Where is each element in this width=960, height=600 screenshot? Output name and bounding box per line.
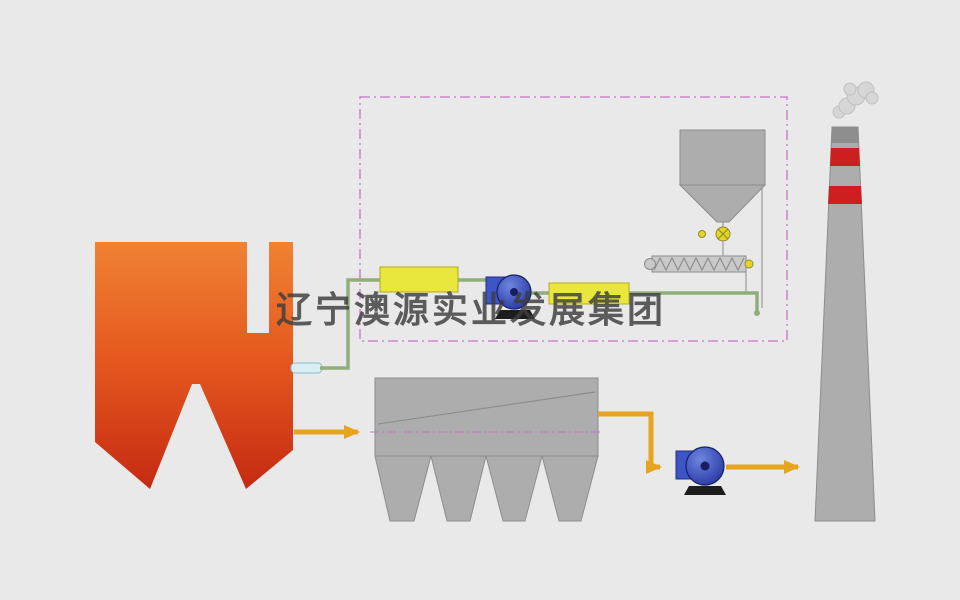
silo-funnel	[678, 184, 767, 223]
process-unit-a	[379, 266, 459, 293]
silo-body	[679, 129, 766, 186]
boiler-outlet-fitting	[290, 362, 323, 374]
baghouse-filter	[370, 377, 603, 522]
smoke-puff	[843, 82, 857, 96]
system-boundary-box	[359, 96, 788, 342]
fan-base	[684, 486, 726, 495]
conveyor-outlet-dot	[744, 259, 754, 269]
baghouse-baffle	[377, 391, 596, 425]
conveyor-drive	[644, 258, 656, 270]
flow-arrow-baghouse-to-fan	[598, 411, 662, 474]
injection-nozzle	[754, 310, 760, 316]
baghouse-body	[374, 377, 599, 457]
stack-red-band-1	[830, 148, 860, 166]
boiler-body	[95, 242, 293, 489]
baghouse-hopper-4	[541, 455, 599, 522]
conveyor-screw	[653, 256, 745, 272]
duct-boiler-to-unit-a	[320, 278, 380, 370]
sorbent-silo	[678, 129, 767, 223]
rotary-feeder-valve	[698, 222, 731, 256]
duct-unit-b-to-injection	[629, 291, 759, 312]
booster-fan	[485, 274, 535, 319]
stack-red-band-2	[828, 186, 862, 204]
valve-indicator-dot	[698, 230, 706, 238]
stack-cap	[831, 127, 859, 143]
fan-base	[495, 310, 535, 319]
boiler-furnace	[95, 242, 293, 489]
fan-hub	[510, 288, 518, 296]
induced-draft-fan	[675, 446, 726, 495]
baghouse-hopper-2	[430, 455, 487, 522]
smoke-puff	[865, 91, 879, 105]
process-unit-b	[548, 282, 630, 305]
valve-x-mark	[717, 228, 729, 240]
fan-hub	[700, 461, 710, 471]
baghouse-hopper-1	[374, 455, 432, 522]
chimney-stack	[814, 126, 876, 522]
baghouse-hopper-3	[485, 455, 543, 522]
screw-conveyor	[644, 255, 754, 273]
stack-smoke	[832, 81, 879, 119]
